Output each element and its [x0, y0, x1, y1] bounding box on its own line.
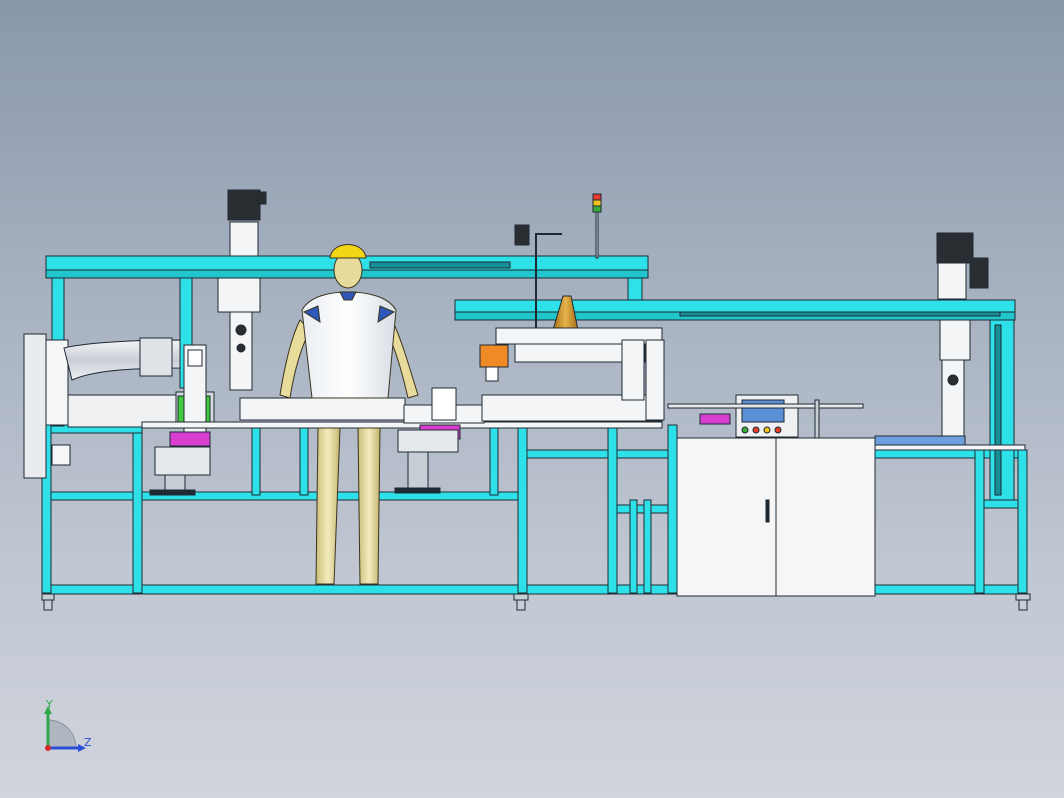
operator-mannequin: [279, 244, 419, 585]
left-sewing-unit: [149, 344, 211, 496]
right-actuator: [936, 232, 989, 441]
control-screen-icon[interactable]: [741, 399, 785, 423]
z-axis-label: Z: [84, 736, 92, 749]
signal-tower-icon: [592, 193, 602, 259]
lower-frame: [41, 277, 1028, 595]
left-actuator: [217, 189, 267, 391]
center-sewing-unit: [479, 224, 665, 421]
upper-gantry-right: [454, 299, 1016, 501]
coordinate-triad-icon: [44, 706, 86, 752]
control-panel[interactable]: [735, 394, 799, 438]
leveling-feet: [41, 593, 1031, 611]
work-table: [141, 387, 663, 494]
electrical-cabinet: [676, 437, 876, 597]
y-axis-label: Y: [45, 698, 53, 711]
right-conveyor: [667, 399, 1026, 451]
